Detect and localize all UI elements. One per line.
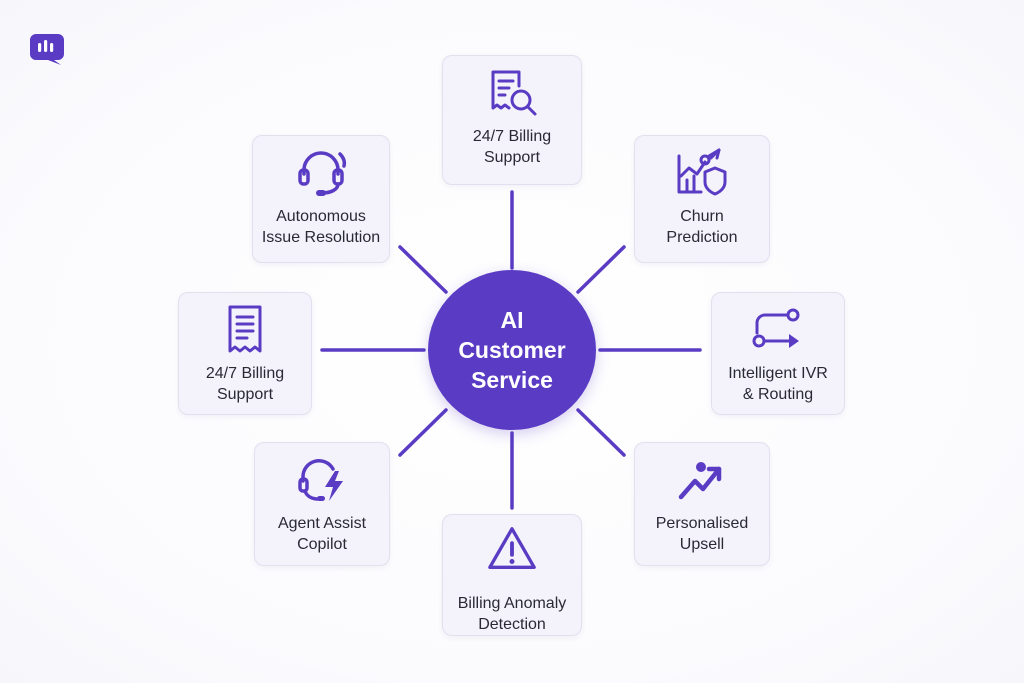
node-billing-support-left: 24/7 Billing Support	[178, 292, 312, 415]
node-churn-prediction: Churn Prediction	[634, 135, 770, 263]
node-label: 24/7 Billing Support	[205, 365, 285, 403]
node-label: Autonomous Issue Resolution	[261, 208, 381, 246]
node-label: Intelligent IVR & Routing	[728, 365, 828, 403]
trend-up-icon	[678, 462, 722, 500]
node-label: Churn Prediction	[666, 208, 738, 246]
chart-shield-icon	[677, 148, 727, 196]
headset-bolt-icon	[298, 459, 343, 501]
connector-bottom-left	[398, 408, 448, 457]
node-personalised-upsell: Personalised Upsell	[634, 442, 770, 566]
hub-ai-customer-service: AI Customer Service	[428, 270, 596, 430]
billing-search-icon	[491, 70, 537, 116]
connector-bottom-right	[576, 408, 626, 457]
node-label: Agent Assist Copilot	[277, 515, 367, 553]
node-label: Personalised Upsell	[655, 515, 749, 553]
chat-bubble-icon	[30, 34, 64, 65]
receipt-icon	[228, 305, 262, 353]
warning-triangle-icon	[488, 527, 536, 569]
node-billing-anomaly: Billing Anomaly Detection	[442, 514, 582, 636]
headset-icon	[298, 151, 347, 196]
node-autonomous-resolution: Autonomous Issue Resolution	[252, 135, 390, 263]
routing-icon	[752, 308, 800, 348]
node-intelligent-ivr: Intelligent IVR & Routing	[711, 292, 845, 415]
connector-top-right	[576, 245, 626, 294]
node-label: 24/7 Billing Support	[472, 128, 552, 166]
hub-title: AI Customer Service	[458, 307, 566, 393]
node-label: Billing Anomaly Detection	[457, 595, 567, 633]
node-agent-assist: Agent Assist Copilot	[254, 442, 390, 566]
node-billing-support-top: 24/7 Billing Support	[442, 55, 582, 185]
connector-top-left	[398, 245, 448, 294]
